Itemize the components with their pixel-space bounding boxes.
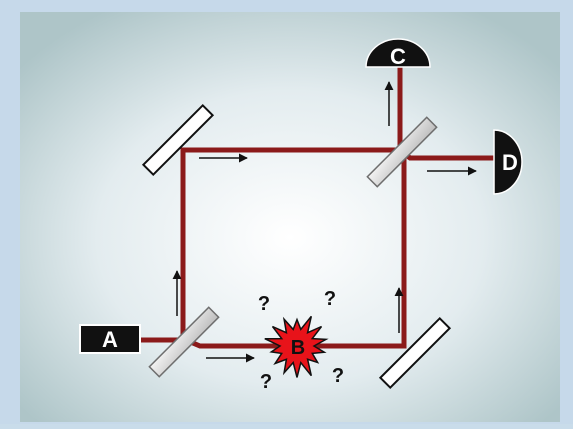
question-mark: ? [260,371,272,393]
question-mark: ? [332,365,344,387]
question-mark: ? [324,288,336,310]
question-mark: ? [258,293,270,315]
detector-d-label: D [502,150,518,175]
source-a-label: A [102,327,118,352]
sample-b-label: B [291,337,305,359]
detector-c-label: C [390,44,406,69]
source-a: A [80,325,140,353]
